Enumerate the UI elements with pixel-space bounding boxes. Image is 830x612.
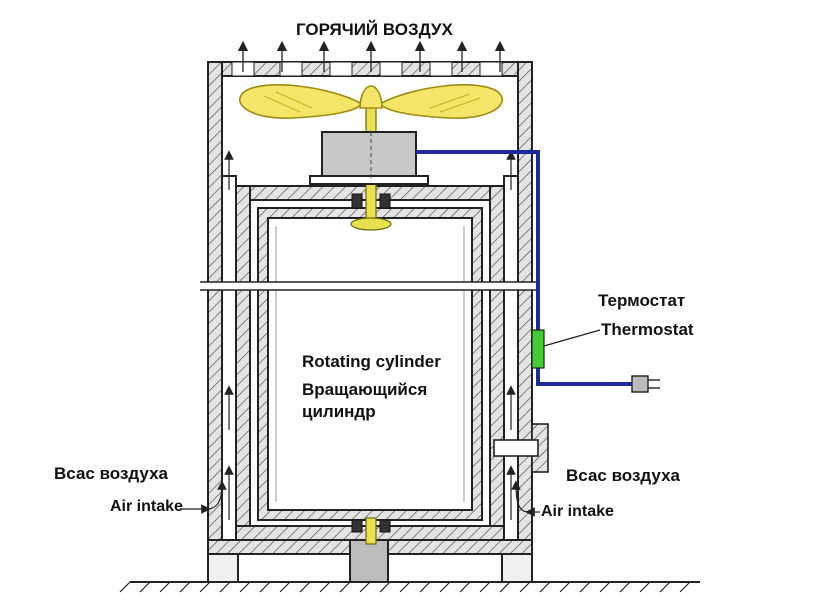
- hot-air-arrows: [237, 40, 506, 72]
- label-thermostat-en: Thermostat: [601, 320, 694, 339]
- label-intake-left-en: Air intake: [110, 498, 183, 515]
- bearings: [351, 193, 391, 533]
- label-hot-air: ГОРЯЧИЙ ВОЗДУХ: [296, 20, 453, 39]
- power-plug: [631, 375, 660, 393]
- fan: [238, 84, 504, 119]
- ground: [119, 581, 700, 593]
- label-intake-left-ru: Всас воздуха: [54, 464, 168, 483]
- label-rotating-cylinder-ru-2: цилиндр: [302, 402, 376, 421]
- label-thermostat-ru: Термостат: [598, 291, 686, 310]
- rotating-cylinder: [257, 207, 483, 521]
- label-rotating-cylinder-ru-1: Вращающийся: [302, 380, 428, 399]
- motor: [309, 131, 429, 185]
- side-airflow-arrows: [224, 150, 516, 520]
- thermostat-wire: [416, 150, 632, 386]
- intake-arrows: [180, 480, 540, 517]
- exhaust-pipe: [493, 423, 549, 473]
- break-line: [200, 281, 540, 291]
- thermostat-pointer: [543, 329, 601, 347]
- label-intake-right-ru: Всас воздуха: [566, 466, 680, 485]
- label-intake-right-en: Air intake: [541, 503, 614, 520]
- label-rotating-cylinder-en: Rotating cylinder: [302, 352, 441, 371]
- thermostat-unit: [531, 329, 545, 369]
